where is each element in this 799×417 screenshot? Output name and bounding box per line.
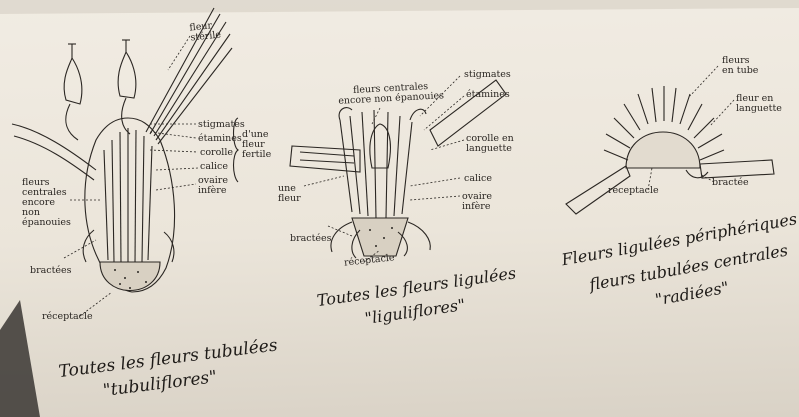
label-etamines: étamines	[198, 134, 242, 144]
label-fleur-en-languette: fleur en languette	[736, 94, 782, 114]
page-top-shade	[0, 0, 799, 14]
label-bractees: bractées	[30, 266, 72, 276]
label-bractees-2: bractées	[290, 234, 332, 244]
label-receptacle-3: réceptacle	[608, 186, 659, 196]
label-fleur-fertile: d'une fleur fertile	[242, 130, 271, 160]
label-stigmates-2: stigmates	[464, 70, 511, 80]
label-receptacle: réceptacle	[42, 312, 93, 322]
label-corolle: corolle	[200, 148, 233, 158]
label-etamines-2: étamines	[466, 90, 510, 100]
label-fleurs-en-tube: fleurs en tube	[722, 56, 758, 76]
label-ovaire-2: ovaire infère	[462, 192, 492, 212]
label-ovaire-infere: ovaire infère	[198, 176, 228, 196]
label-stigmates: stigmates	[198, 120, 245, 130]
label-fleurs-centrales: fleurs centrales encore non épanouies	[22, 178, 71, 228]
label-calice-2: calice	[464, 174, 492, 184]
radiee-head-drawing	[566, 66, 774, 214]
label-fleur-sterile: fleur stérile	[189, 20, 221, 43]
label-une-fleur: une fleur	[278, 184, 301, 204]
label-calice: calice	[200, 162, 228, 172]
label-bractee: bractée	[712, 178, 749, 188]
page-edge-shadow	[0, 300, 40, 417]
label-corolle-languette: corolle en languette	[466, 134, 514, 154]
